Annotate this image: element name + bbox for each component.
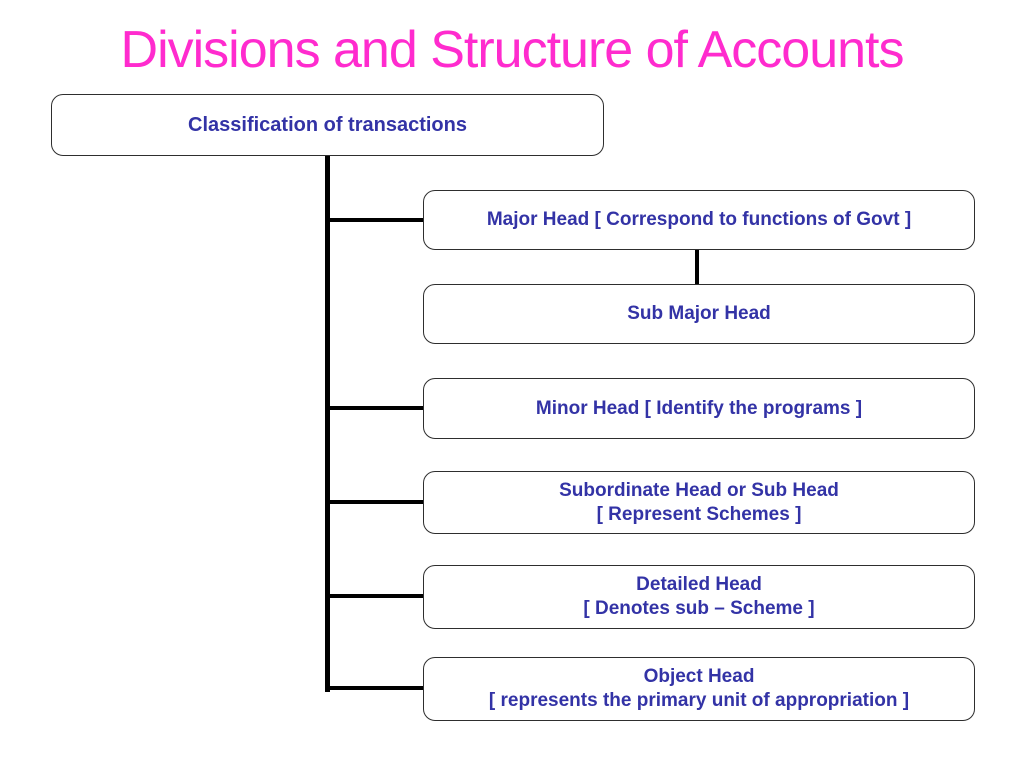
- classification-label: Classification of transactions: [188, 114, 467, 136]
- classification-box: Classification of transactions: [51, 94, 604, 156]
- connector-stub-subordinate-head: [327, 500, 423, 504]
- slide-title: Divisions and Structure of Accounts: [120, 21, 905, 79]
- major-head-label: Major Head [ Correspond to functions of …: [486, 209, 912, 230]
- detailed-head-box: Detailed Head [ Denotes sub – Scheme ]: [423, 565, 975, 629]
- subordinate-head-box: Subordinate Head or Sub Head [ Represent…: [423, 471, 975, 534]
- object-head-label-line1: Object Head: [643, 666, 755, 687]
- sub-major-head-box: Sub Major Head: [423, 284, 975, 344]
- major-head-box: Major Head [ Correspond to functions of …: [423, 190, 975, 250]
- connector-stub-minor-head: [327, 406, 423, 410]
- object-head-label-line2: [ represents the primary unit of appropr…: [488, 690, 910, 711]
- minor-head-label: Minor Head [ Identify the programs ]: [535, 397, 863, 419]
- connector-stub-major-head: [327, 218, 423, 222]
- minor-head-box: Minor Head [ Identify the programs ]: [423, 378, 975, 439]
- detailed-head-label-line2: [ Denotes sub – Scheme ]: [583, 598, 815, 619]
- object-head-box: Object Head [ represents the primary uni…: [423, 657, 975, 721]
- connector-stub-object-head: [327, 686, 423, 690]
- connector-stub-detailed-head: [327, 594, 423, 598]
- subordinate-head-label-line2: [ Represent Schemes ]: [596, 503, 802, 525]
- subordinate-head-label-line1: Subordinate Head or Sub Head: [559, 479, 839, 501]
- detailed-head-label-line1: Detailed Head: [636, 574, 762, 595]
- sub-major-head-label: Sub Major Head: [627, 303, 771, 324]
- connector-major-to-sub-major: [695, 250, 699, 286]
- connector-trunk: [325, 156, 330, 692]
